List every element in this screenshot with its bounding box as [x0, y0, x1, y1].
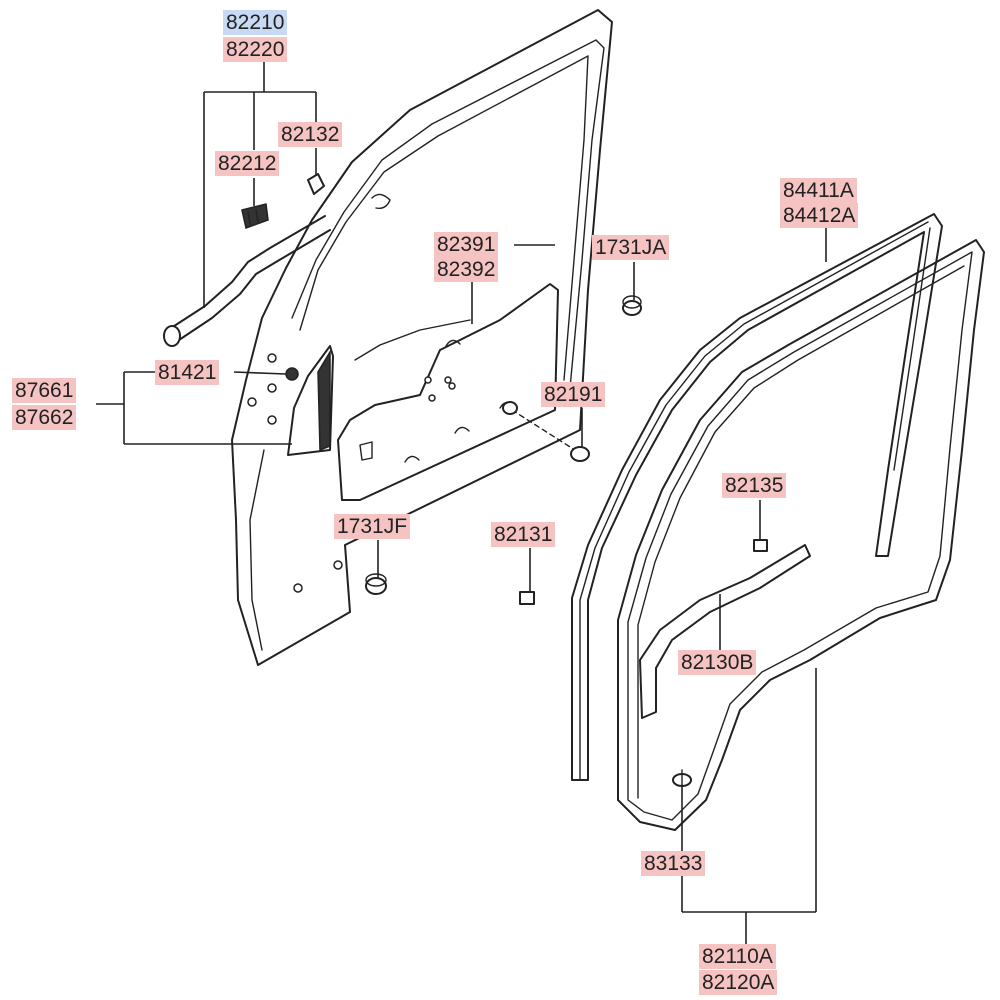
weatherstrip-82110A [617, 239, 985, 831]
part-label-82391[interactable]: 82391 [434, 232, 499, 257]
screw-81421 [285, 367, 299, 381]
bracket-82212 [241, 203, 269, 229]
part-label-82132[interactable]: 82132 [278, 122, 343, 147]
hole-cover-82391 [337, 283, 559, 501]
part-label-82210[interactable]: 82210 [223, 10, 288, 35]
part-label-81421[interactable]: 81421 [155, 360, 220, 385]
part-label-87662[interactable]: 87662 [12, 405, 77, 430]
part-label-83133[interactable]: 83133 [641, 851, 706, 876]
part-label-82110A[interactable]: 82110A [699, 944, 776, 969]
screw-83133 [672, 769, 692, 787]
pad-82131 [519, 591, 535, 605]
mirror-patch-87661 [287, 345, 334, 456]
pad-82135 [753, 539, 768, 552]
part-label-1731JA[interactable]: 1731JA [592, 235, 670, 260]
part-label-82212[interactable]: 82212 [215, 151, 280, 176]
leader-lines [96, 62, 827, 946]
part-label-82135[interactable]: 82135 [722, 473, 787, 498]
door-shell [231, 9, 613, 666]
part-label-84411A[interactable]: 84411A [780, 178, 857, 203]
plug-1731JF [365, 573, 387, 595]
part-label-82392[interactable]: 82392 [434, 257, 499, 282]
part-label-82130B[interactable]: 82130B [678, 650, 757, 675]
clip-82191 [502, 401, 590, 462]
part-label-82191[interactable]: 82191 [541, 382, 606, 407]
part-label-82220[interactable]: 82220 [223, 37, 288, 62]
clip-82132 [307, 173, 325, 195]
part-label-84412A[interactable]: 84412A [780, 203, 859, 228]
part-label-1731JF[interactable]: 1731JF [334, 514, 411, 539]
plug-1731JA [622, 295, 642, 316]
weatherstrip-82130B [639, 544, 811, 719]
part-label-82120A[interactable]: 82120A [699, 970, 778, 995]
frame-channel-82210 [163, 215, 331, 347]
part-label-87661[interactable]: 87661 [12, 378, 77, 403]
part-label-82131[interactable]: 82131 [491, 522, 556, 547]
